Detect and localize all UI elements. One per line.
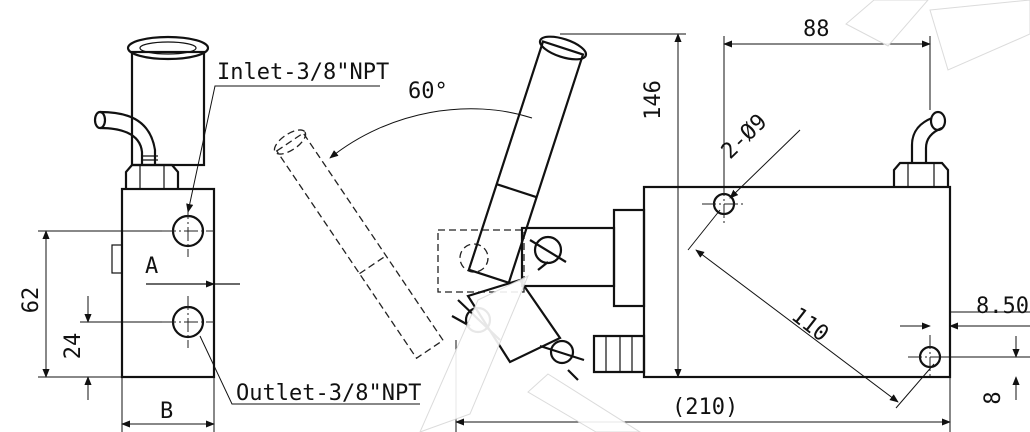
outlet-leader — [199, 335, 420, 405]
dim-24-label: 24 — [61, 333, 86, 360]
width-b-label: B — [160, 399, 173, 424]
hole-spec-label: 2-Ø9 — [717, 110, 772, 165]
watermark — [419, 0, 1030, 432]
side-view-elbow — [99, 110, 157, 165]
outlet-label: Outlet-3/8"NPT — [236, 381, 421, 406]
inlet-port — [162, 205, 214, 257]
front-view: 2-Ø9 110 88 146 8.50 8 (210) — [455, 17, 1030, 432]
angle-arc — [329, 108, 533, 159]
dim-62-label: 62 — [19, 287, 44, 314]
side-view-tube-rim — [126, 35, 210, 61]
front-view-nut — [892, 161, 950, 187]
side-view-nut — [124, 163, 180, 189]
dim-110-line — [695, 249, 899, 403]
side-view-tab — [111, 244, 123, 274]
port-a-label: A — [145, 254, 158, 279]
dim-146-label: 146 — [641, 80, 666, 120]
dim-110-label: 110 — [786, 303, 833, 347]
front-view-elbow — [910, 116, 943, 163]
outlet-port — [162, 296, 214, 348]
side-view-body — [120, 187, 216, 379]
dim-8-label: 8 — [981, 391, 1006, 404]
dim-88-label: 88 — [803, 17, 830, 42]
side-view: A Inlet-3/8"NPT Outlet-3/8"NPT 62 24 B — [19, 35, 421, 432]
inlet-leader — [186, 85, 380, 213]
front-view-body — [642, 185, 952, 379]
angle-label: 60° — [408, 79, 448, 104]
dim-210-label: (210) — [672, 395, 738, 420]
side-view-tube — [130, 50, 206, 167]
dim-8-50-label: 8.50 — [976, 294, 1029, 319]
inlet-label: Inlet-3/8"NPT — [217, 60, 389, 85]
hole-spec-leader — [729, 129, 801, 199]
